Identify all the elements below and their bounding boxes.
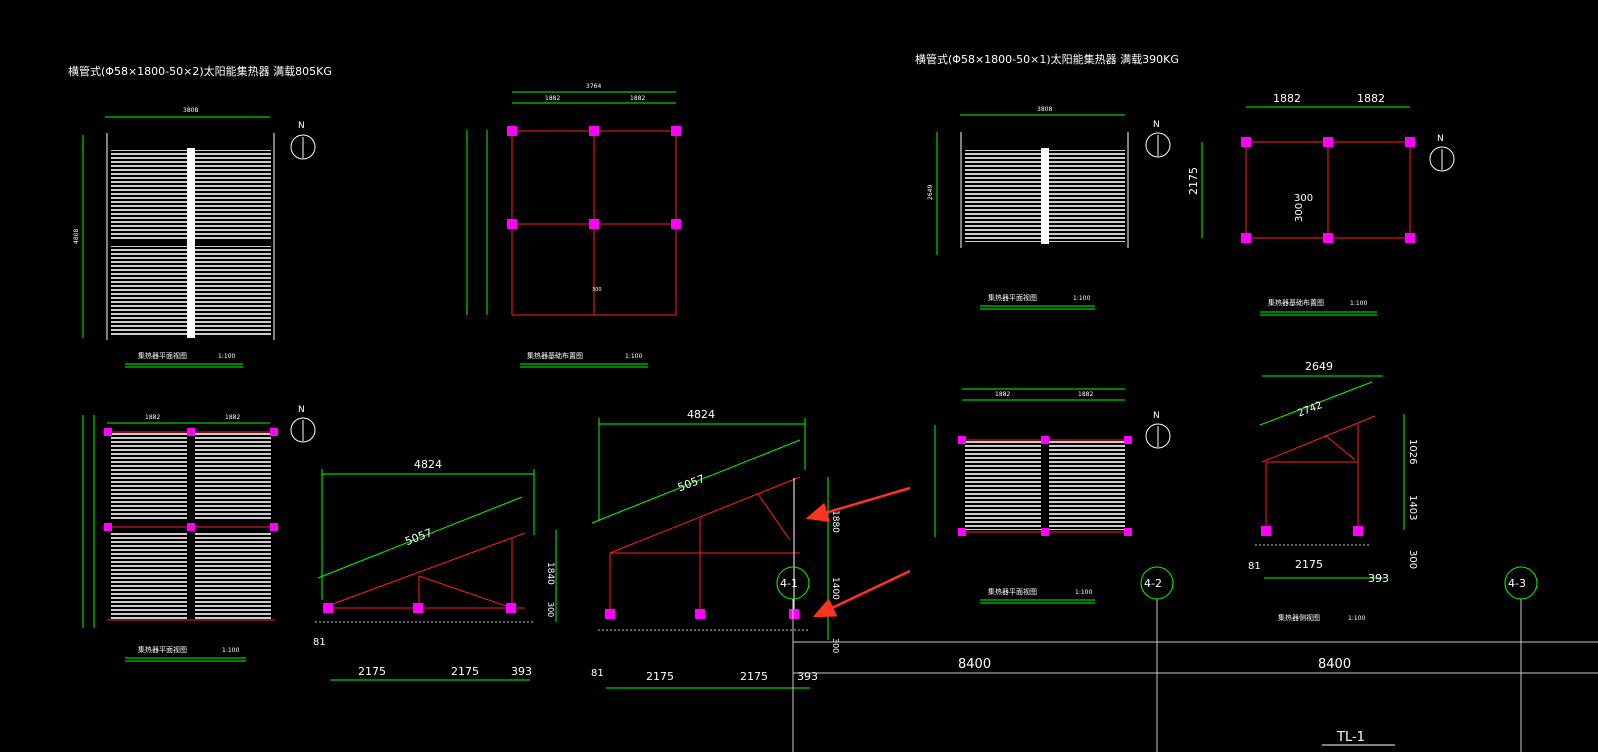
svg-text:2175: 2175 <box>740 670 768 683</box>
view-label-3: 集热器平面视图 <box>138 645 187 654</box>
svg-text:81: 81 <box>1248 561 1261 572</box>
svg-text:N: N <box>1153 411 1160 421</box>
foundation-grid-3x3: 3764 1882 1882 300 <box>466 83 681 316</box>
dim-5057-b: 5057 <box>676 472 707 494</box>
dim-height-4808: 4808 <box>73 229 80 244</box>
collector-panel <box>111 150 187 240</box>
svg-text:81: 81 <box>591 668 604 679</box>
foundation-grid-2x3: 1882 1882 2175 300 300 <box>1187 92 1415 243</box>
svg-text:300: 300 <box>546 602 555 617</box>
north-arrow: N <box>1145 120 1171 158</box>
svg-text:1:100: 1:100 <box>1350 300 1367 307</box>
svg-text:1026: 1026 <box>1407 439 1418 464</box>
plan-view-single: 3808 2649 <box>927 106 1129 255</box>
svg-text:1403: 1403 <box>1407 495 1418 520</box>
dim-5057: 5057 <box>403 526 434 548</box>
scale-label-1: 1:100 <box>218 353 235 360</box>
dim-width-3808: 3808 <box>183 107 198 114</box>
svg-text:1840: 1840 <box>545 562 555 585</box>
svg-text:4-1: 4-1 <box>780 577 798 590</box>
svg-text:N: N <box>1437 134 1444 144</box>
svg-text:81: 81 <box>313 637 326 648</box>
svg-text:2175: 2175 <box>1295 558 1323 571</box>
north-arrow: N <box>1429 134 1455 172</box>
structural-grid: 4-2 4-3 8400 8400 TL-1 <box>792 566 1598 752</box>
svg-text:N: N <box>298 405 305 415</box>
svg-text:1882: 1882 <box>545 95 560 102</box>
svg-text:1882: 1882 <box>1273 92 1301 105</box>
svg-text:2175: 2175 <box>358 665 386 678</box>
svg-text:N: N <box>1153 120 1160 130</box>
svg-text:1400: 1400 <box>830 577 840 600</box>
view-label-7: 集热器侧视图 <box>1278 613 1320 622</box>
side-elevation-1: 4824 5057 1840 300 81 2175 2175 393 <box>313 458 557 681</box>
svg-text:2649: 2649 <box>1305 360 1333 373</box>
annotation-arrow <box>812 569 911 618</box>
beam-tag: TL-1 <box>1336 730 1365 745</box>
svg-text:393: 393 <box>797 670 818 683</box>
grid-span-8400-a: 8400 <box>958 657 991 672</box>
collector-panel <box>195 150 271 240</box>
svg-text:4-3: 4-3 <box>1508 577 1526 590</box>
svg-text:1882: 1882 <box>630 95 645 102</box>
view-label-4: 集热器平面视图 <box>988 293 1037 302</box>
north-arrow: N <box>1145 411 1171 449</box>
collector-panel <box>195 246 271 336</box>
side-elevation-3: 2649 2742 1026 1403 300 81 2175 393 <box>1248 360 1418 585</box>
dim-4824-b: 4824 <box>687 408 715 421</box>
collector-panel <box>111 246 187 336</box>
svg-text:1882: 1882 <box>1078 391 1093 398</box>
svg-text:2649: 2649 <box>927 185 934 200</box>
dim-3764: 3764 <box>586 83 601 90</box>
dim-4824: 4824 <box>414 458 442 471</box>
svg-text:2742: 2742 <box>1296 400 1324 419</box>
plan-view-single-framed: 1882 1882 <box>934 388 1132 537</box>
svg-text:300: 300 <box>1294 193 1313 204</box>
svg-text:2175: 2175 <box>451 665 479 678</box>
svg-text:1:100: 1:100 <box>625 353 642 360</box>
plan-view-double-framed: 1882 1882 <box>82 414 278 628</box>
view-label-2: 集热器基础布置图 <box>527 351 583 360</box>
view-label-1: 集热器平面视图 <box>138 351 187 360</box>
svg-text:300: 300 <box>1294 203 1305 222</box>
view-label-5: 集热器基础布置图 <box>1268 298 1324 307</box>
svg-text:2175: 2175 <box>646 670 674 683</box>
svg-text:1882: 1882 <box>995 391 1010 398</box>
svg-text:1882: 1882 <box>145 414 160 421</box>
view-label-6: 集热器平面视图 <box>988 587 1037 596</box>
svg-text:1:100: 1:100 <box>1073 295 1090 302</box>
north-arrow: N <box>290 121 316 160</box>
svg-text:3808: 3808 <box>1037 106 1052 113</box>
side-elevation-2: 4824 5057 1880 1400 300 81 2175 2175 393… <box>591 408 840 689</box>
grid-bubble-4-2 <box>1140 566 1174 600</box>
svg-text:300: 300 <box>831 638 840 653</box>
svg-text:1:100: 1:100 <box>1348 615 1365 622</box>
svg-text:N: N <box>298 121 305 131</box>
svg-text:1:100: 1:100 <box>222 647 239 654</box>
plan-view-double: 3808 4808 <box>73 107 275 340</box>
grid-span-8400-b: 8400 <box>1318 657 1351 672</box>
svg-text:4-2: 4-2 <box>1144 577 1162 590</box>
annotation-arrow <box>805 486 911 522</box>
left-title: 横管式(Φ58×1800-50×2)太阳能集热器 满载805KG <box>68 64 332 78</box>
right-title: 横管式(Φ58×1800-50×1)太阳能集热器 满载390KG <box>915 52 1179 66</box>
svg-text:1882: 1882 <box>1357 92 1385 105</box>
svg-text:1880: 1880 <box>830 510 840 533</box>
svg-text:2175: 2175 <box>1187 167 1200 195</box>
svg-text:300: 300 <box>1407 550 1418 569</box>
grid-bubble-4-3 <box>1504 566 1538 600</box>
svg-text:300: 300 <box>592 287 602 293</box>
svg-text:1882: 1882 <box>225 414 240 421</box>
svg-text:393: 393 <box>1368 572 1389 585</box>
svg-text:393: 393 <box>511 665 532 678</box>
north-arrow: N <box>290 405 316 443</box>
svg-text:1:100: 1:100 <box>1075 589 1092 596</box>
